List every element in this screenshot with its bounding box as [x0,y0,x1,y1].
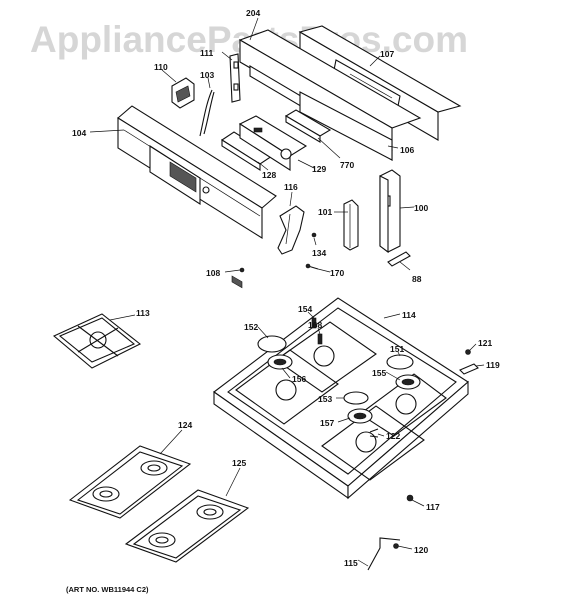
backsplash-trim[interactable] [238,29,422,161]
electrode-168[interactable] [317,333,323,345]
callout-204: 204 [246,8,260,18]
callout-107: 107 [380,49,394,59]
burner-head-157[interactable] [347,408,373,424]
callout-168: 168 [308,320,322,330]
end-cap-101[interactable] [343,199,359,251]
callout-104: 104 [72,128,86,138]
callout-108: 108 [206,268,220,278]
callout-103: 103 [200,70,214,80]
burner-head-155[interactable] [395,374,421,390]
tube-115[interactable] [367,537,401,571]
screw-120[interactable] [393,543,399,549]
callout-111: 111 [200,48,214,58]
callout-124: 124 [178,420,192,430]
screw-121[interactable] [465,349,471,355]
wire-harness-103[interactable] [199,89,215,137]
callout-770: 770 [340,160,354,170]
callout-129: 129 [312,164,326,174]
drip-pan-124[interactable] [68,445,192,519]
callout-101: 101 [318,207,332,217]
callout-156: 156 [292,374,306,384]
callout-88: 88 [412,274,422,284]
clip-122[interactable] [369,428,379,438]
callout-125: 125 [232,458,246,468]
control-panel-104[interactable] [117,105,277,239]
callout-154: 154 [298,304,312,314]
callout-155: 155 [372,368,386,378]
callout-170: 170 [330,268,344,278]
spacer-88[interactable] [387,251,411,267]
screw-134[interactable] [311,232,317,238]
callout-115: 115 [344,558,358,568]
callout-151: 151 [390,344,404,354]
control-board-129[interactable] [238,115,308,172]
switch-110[interactable] [171,77,195,109]
burner-head-156[interactable] [267,354,293,370]
burner-grate-113[interactable] [52,313,142,369]
callout-122: 122 [386,431,400,441]
drip-pan-125[interactable] [124,489,250,563]
screw-108[interactable] [239,267,245,273]
callout-153: 153 [318,394,332,404]
callout-113: 113 [136,308,150,318]
callout-114: 114 [402,310,416,320]
callout-labels: 204 107 111 110 103 104 106 128 129 770 … [72,8,500,568]
leader-lines [89,17,485,567]
callout-128: 128 [262,170,276,180]
burner-cap-152[interactable] [257,335,287,353]
burner-cap-153[interactable] [343,391,369,405]
bracket-111[interactable] [229,53,241,103]
callout-152: 152 [244,322,258,332]
callout-117: 117 [426,502,440,512]
callout-157: 157 [320,418,334,428]
callout-120: 120 [414,545,428,555]
clock-timer-128[interactable] [220,131,274,289]
callout-100: 100 [414,203,428,213]
art-number: (ART NO. WB11944 C2) [66,585,149,594]
burner-cap-151[interactable] [386,354,414,370]
callout-134: 134 [312,248,326,258]
bracket-770[interactable] [284,109,332,143]
grommet-117[interactable] [406,494,414,502]
callout-110: 110 [154,62,168,72]
callout-106: 106 [400,145,414,155]
end-cap-100[interactable] [379,169,401,254]
callout-116: 116 [284,182,298,192]
screw-170[interactable] [305,263,319,270]
bracket-119[interactable] [459,363,479,375]
side-trim-116[interactable] [277,205,305,255]
callout-121: 121 [478,338,492,348]
callout-119: 119 [486,360,500,370]
